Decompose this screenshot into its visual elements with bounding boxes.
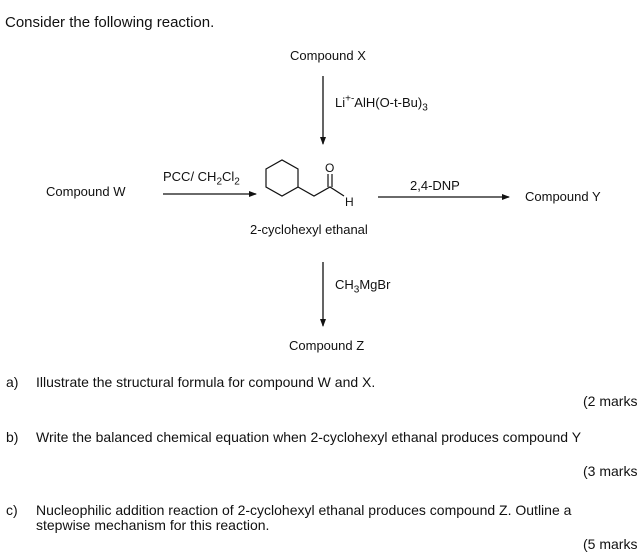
cyclohexane-ring [265, 159, 299, 197]
question-c-text-line1: Nucleophilic addition reaction of 2-cycl… [36, 502, 572, 518]
reagent-lialh-label: Li+-AlH(O-t-Bu)3 [335, 93, 428, 114]
reagent-dnp-label: 2,4-DNP [410, 178, 460, 193]
compound-y-label: Compound Y [525, 189, 601, 204]
question-a-text: Illustrate the structural formula for co… [36, 374, 376, 390]
question-c-text-line2: stepwise mechanism for this reaction. [36, 517, 270, 533]
compound-z-label: Compound Z [289, 338, 365, 353]
intro-text: Consider the following reaction. [5, 14, 215, 31]
aldehyde-name-label: 2-cyclohexyl ethanal [250, 222, 368, 237]
question-c-marks: (5 marks [583, 536, 638, 552]
question-b-label: b) [6, 429, 19, 445]
ethanal-chain [297, 186, 345, 197]
question-b-text: Write the balanced chemical equation whe… [36, 429, 582, 445]
question-c-label: c) [6, 502, 18, 518]
reagent-grignard-label: CH3MgBr [335, 277, 391, 296]
question-a-label: a) [6, 374, 19, 390]
reagent-pcc-label: PCC/ CH2Cl2 [163, 169, 240, 188]
carbonyl-oxygen-label: O [325, 161, 335, 175]
aldehyde-hydrogen-label: H [345, 195, 354, 209]
compound-x-label: Compound X [290, 48, 366, 63]
question-b-marks: (3 marks [583, 463, 638, 479]
compound-w-label: Compound W [46, 184, 126, 199]
question-a-marks: (2 marks [583, 393, 638, 409]
